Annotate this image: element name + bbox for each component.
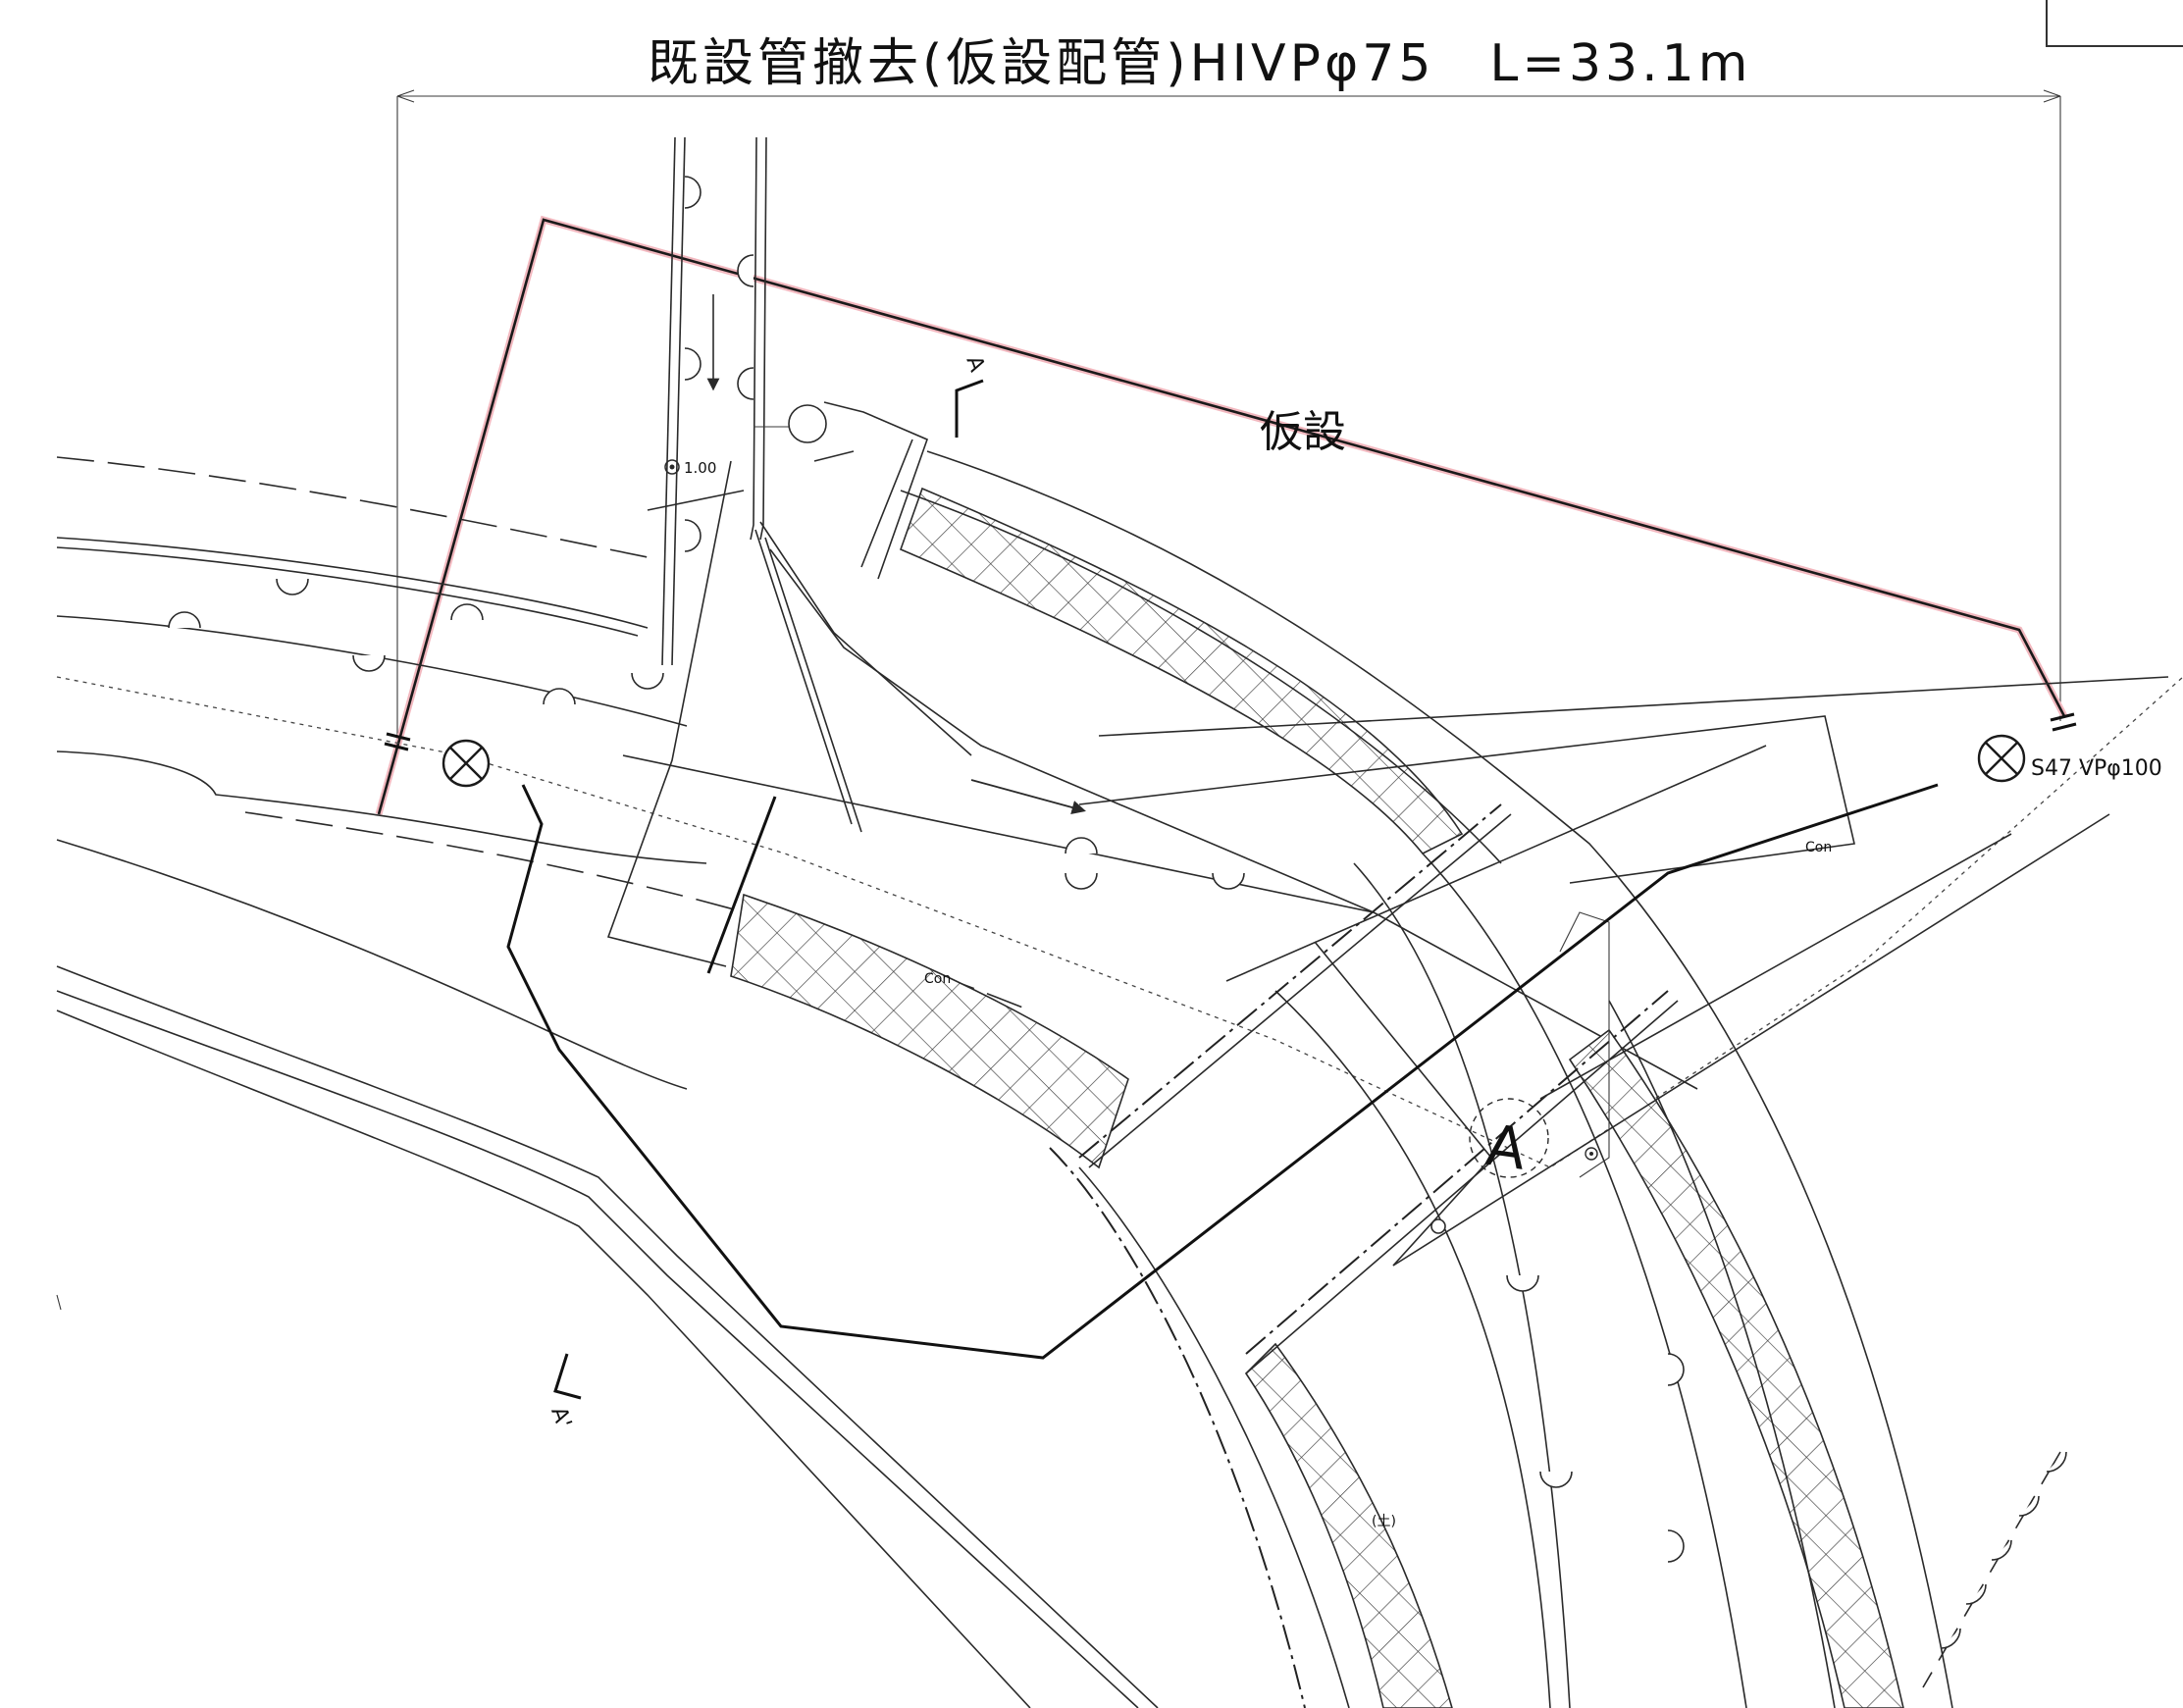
dimension-line: [396, 89, 2061, 746]
north-channel: [661, 136, 814, 666]
temporary-pipe-route: [375, 215, 2077, 815]
level-mark-label: 1.00: [684, 459, 716, 477]
tree-line: [1922, 1451, 2067, 1688]
existing-pipe-centerline: [56, 676, 2183, 1168]
soil-label: (土): [1372, 1514, 1396, 1529]
detail-mark: A: [1482, 1112, 1531, 1183]
hatched-wall-lower: [730, 893, 1129, 1169]
river-semicircles: [1065, 837, 1685, 1563]
hatched-wall-south: [1244, 1342, 1453, 1708]
section-label-bottom: A': [546, 1404, 576, 1431]
hatched-wall-upper: [899, 487, 1464, 855]
existing-pipe-label: S47 VPφ100: [2031, 756, 2162, 781]
flow-arrow-icon: [970, 779, 1086, 815]
concrete-label-2: Con: [1805, 840, 1832, 855]
junction-pipe: [706, 796, 777, 974]
junction-structure: [606, 401, 1698, 1090]
main-pipe-route: [506, 783, 1939, 1360]
section-label-top: A: [961, 353, 989, 376]
left-road-semicircles: [168, 578, 664, 705]
sheet-frame-corner: [2046, 0, 2183, 47]
valve-icon-left: [442, 739, 491, 788]
section-marker-top: [955, 379, 984, 438]
section-marker-bottom: [553, 1353, 582, 1400]
hatched-wall-east: [1568, 1028, 1904, 1708]
detail-circle: [1469, 1098, 1549, 1178]
temporary-label: 仮設: [1260, 407, 1346, 457]
bridge-deck: [1078, 676, 2169, 1374]
drawing-title: 既設管撤去(仮設配管)HIVPφ75 L=33.1m: [648, 34, 1751, 93]
valve-icon-right: [1977, 734, 2026, 783]
river-curves: [900, 450, 1953, 1708]
small-valve-icon: [1430, 1147, 1598, 1234]
level-marker: [664, 459, 680, 475]
concrete-label-1: Con: [924, 971, 951, 987]
